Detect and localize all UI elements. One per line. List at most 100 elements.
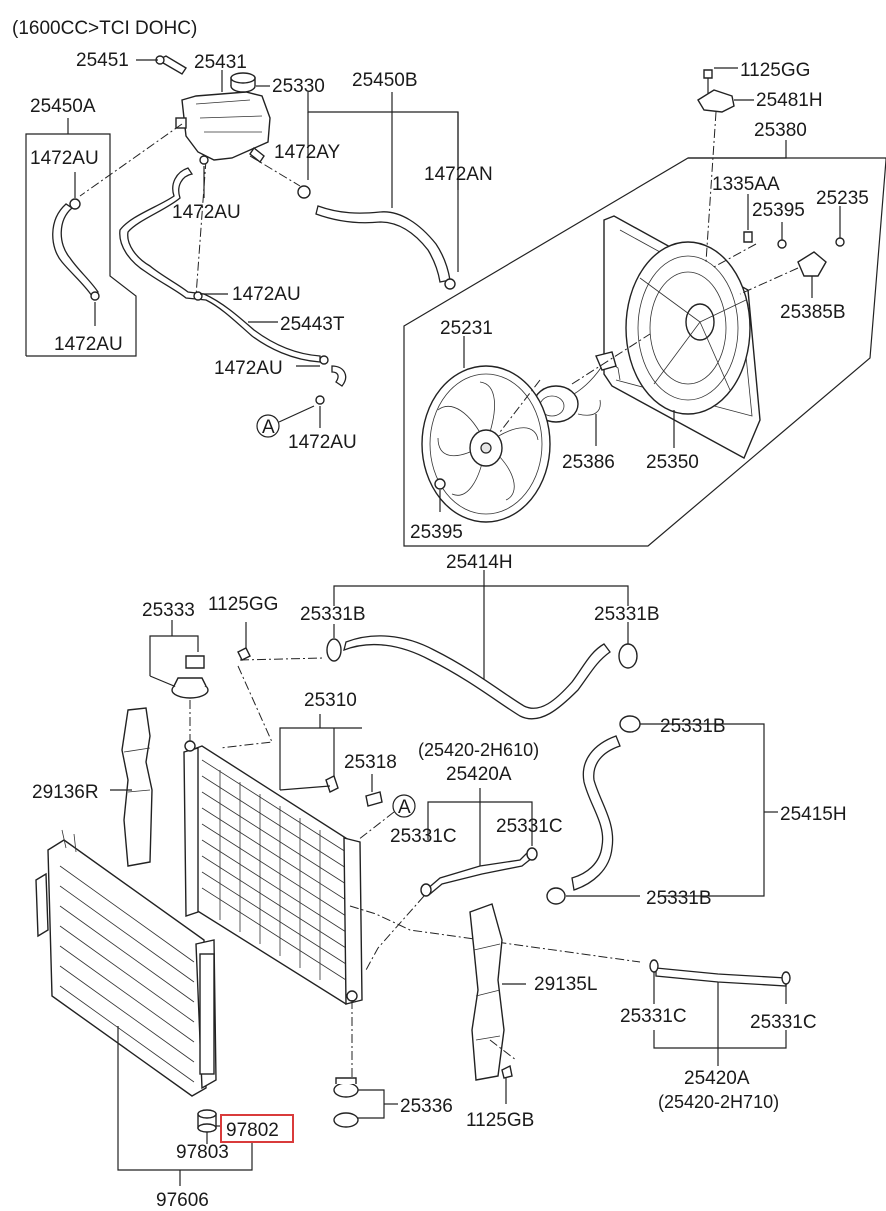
- label-1125GG-mid: 1125GG: [208, 594, 278, 615]
- air-guide-29136R[interactable]: [121, 707, 153, 867]
- hose-clamp[interactable]: [193, 291, 203, 301]
- hose-clamp[interactable]: [420, 883, 432, 897]
- bolt-25395[interactable]: [777, 239, 787, 249]
- label-25336: 25336: [400, 1096, 453, 1117]
- label-A-1: A: [262, 417, 275, 438]
- bypass-hose-25420A[interactable]: [425, 850, 533, 895]
- hose-clamp[interactable]: [619, 715, 641, 733]
- reservoir-hose-25450B[interactable]: [315, 205, 451, 283]
- hose-25450A-group: [25, 118, 137, 357]
- label-25420A-b: 25420A: [684, 1068, 750, 1089]
- label-1472AU-d: 1472AU: [54, 334, 123, 355]
- label-25380: 25380: [754, 120, 807, 141]
- label-29136R: 29136R: [32, 782, 99, 803]
- label-25395-a: 25395: [752, 200, 805, 221]
- hose-clamp[interactable]: [546, 887, 566, 905]
- nut-1335AA[interactable]: [743, 231, 753, 243]
- part-labels: 25451 25431 25330 25450B 25450A 1472AU 1…: [30, 50, 869, 1211]
- label-25318: 25318: [344, 752, 397, 773]
- bolt-1125GG-mid[interactable]: [237, 647, 251, 661]
- label-25331C-d: 25331C: [750, 1012, 817, 1033]
- air-guide-29135L[interactable]: [469, 903, 505, 1081]
- drain-plug-25318[interactable]: [365, 791, 383, 807]
- label-29135L: 29135L: [534, 974, 597, 995]
- label-1472AN: 1472AN: [424, 164, 493, 185]
- reservoir-bracket: [175, 117, 187, 129]
- receiver-drier[interactable]: [199, 953, 215, 1075]
- label-25451: 25451: [76, 50, 129, 71]
- hose-clamp[interactable]: [199, 155, 209, 165]
- resistor-25385B[interactable]: [797, 251, 827, 277]
- drain-seal-25336[interactable]: [333, 1112, 359, 1128]
- label-1335AA: 1335AA: [712, 174, 780, 195]
- hose-25443T-group: [119, 155, 347, 438]
- hose-25414H-group: [326, 570, 638, 720]
- fan-shroud-group: [403, 67, 886, 547]
- reference-a-callout-2: [392, 794, 416, 818]
- label-25331C-c: 25331C: [620, 1006, 687, 1027]
- label-25330: 25330: [272, 76, 325, 97]
- label-25331C-a: 25331C: [390, 826, 457, 847]
- label-25333: 25333: [142, 600, 195, 621]
- label-25331B-b: 25331B: [594, 604, 660, 625]
- label-25443T: 25443T: [280, 314, 345, 335]
- reservoir-hose-25450A[interactable]: [52, 203, 99, 297]
- cap-25333-group: [149, 620, 325, 750]
- hose-clamp[interactable]: [319, 355, 329, 365]
- screw-25235[interactable]: [835, 237, 845, 247]
- upper-radiator-hose-25414H[interactable]: [343, 635, 611, 720]
- hose-clamp[interactable]: [69, 198, 81, 210]
- bolt-1125GB[interactable]: [501, 1064, 513, 1079]
- label-25431: 25431: [194, 52, 247, 73]
- engine-spec-header: (1600CC>TCI DOHC): [12, 18, 197, 39]
- label-1472AU-c: 1472AU: [232, 284, 301, 305]
- hose-clamp[interactable]: [618, 643, 638, 669]
- drain-parts-group: [333, 1077, 398, 1128]
- hose-clamp[interactable]: [326, 638, 342, 662]
- hose-25420A-lower-group: [649, 959, 791, 1066]
- radiator-group: [183, 714, 641, 1084]
- label-1472AU-e: 1472AU: [214, 358, 283, 379]
- nut-25395[interactable]: [434, 478, 446, 490]
- label-25415H: 25415H: [780, 804, 847, 825]
- label-25420A-a: 25420A: [446, 764, 512, 785]
- label-97802: 97802: [226, 1120, 279, 1141]
- hose-clamp[interactable]: [90, 291, 100, 301]
- label-25310: 25310: [304, 690, 357, 711]
- bracket-25481H[interactable]: [697, 89, 735, 113]
- hose-clamp[interactable]: [781, 971, 791, 985]
- label-25420-2H710: (25420-2H710): [658, 1092, 779, 1112]
- label-A-2: A: [398, 797, 411, 818]
- hose-25450B-group: [297, 92, 459, 290]
- bypass-hose-25420A-lower[interactable]: [655, 967, 787, 987]
- label-25420-2H610: (25420-2H610): [418, 740, 539, 760]
- label-25395-b: 25395: [410, 522, 463, 543]
- hose-clamp[interactable]: [649, 959, 659, 973]
- label-1472AU-b: 1472AU: [172, 202, 241, 223]
- label-1472AY: 1472AY: [274, 142, 341, 163]
- label-25331B-d: 25331B: [646, 888, 712, 909]
- label-25235: 25235: [816, 188, 869, 209]
- hose-clamp[interactable]: [315, 395, 325, 405]
- cap-25333[interactable]: [185, 655, 205, 669]
- condenser-97606[interactable]: [47, 839, 207, 1097]
- reservoir-group: [79, 55, 301, 297]
- bolt-1125GG[interactable]: [703, 69, 713, 79]
- label-25414H: 25414H: [446, 552, 513, 573]
- condenser-group: [35, 829, 294, 1186]
- hose-25415H-group: [546, 715, 778, 905]
- coolant-reservoir-tank[interactable]: [181, 91, 271, 161]
- hose-clamp[interactable]: [297, 185, 311, 199]
- label-25481H: 25481H: [756, 90, 823, 111]
- label-1472AU-f: 1472AU: [288, 432, 357, 453]
- hose-clamp[interactable]: [444, 278, 456, 290]
- hose-clamp[interactable]: [526, 847, 538, 861]
- drain-cock-25336[interactable]: [333, 1082, 359, 1098]
- label-97606: 97606: [156, 1190, 209, 1211]
- label-25385B: 25385B: [780, 302, 846, 323]
- reference-a-callout: [256, 414, 280, 438]
- lower-radiator-hose-25415H[interactable]: [571, 735, 621, 891]
- hose-25420A-upper-group: [365, 788, 538, 971]
- label-1472AU-a: 1472AU: [30, 148, 99, 169]
